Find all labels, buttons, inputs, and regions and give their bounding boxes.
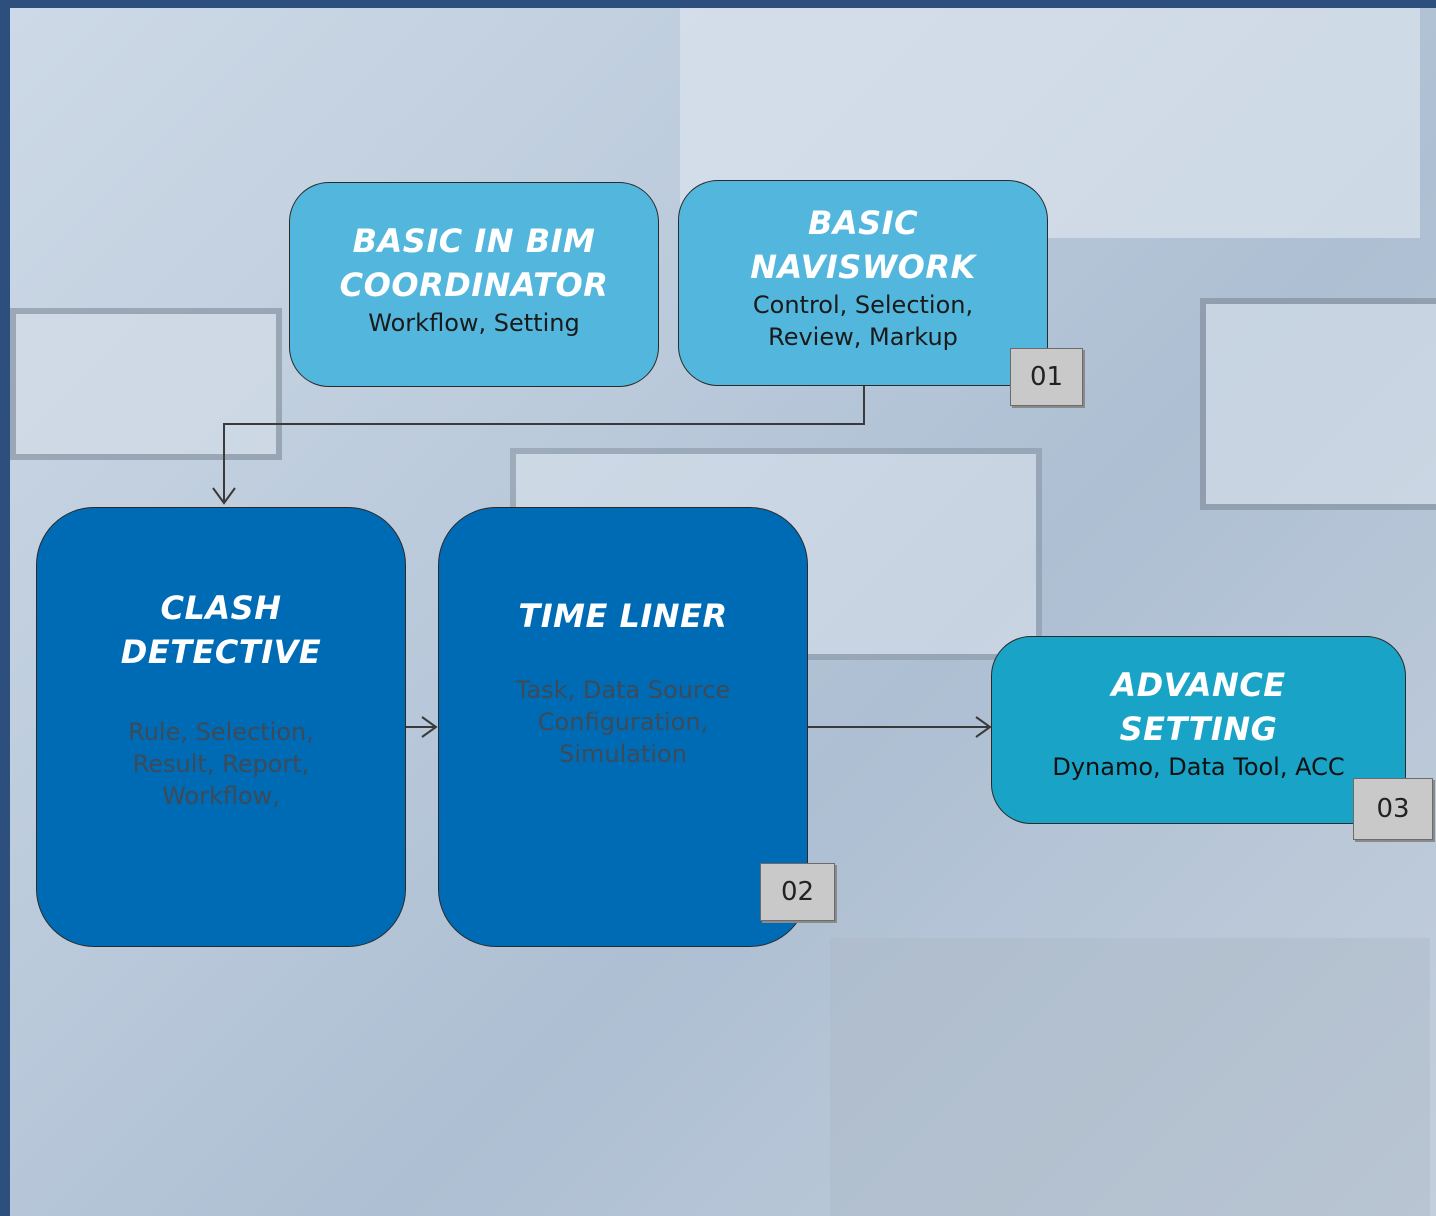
- step-tag-03: 03: [1353, 778, 1433, 840]
- advance-title-line1: ADVANCE: [1111, 666, 1286, 704]
- basic-navis-subtitle-line2: Review, Markup: [768, 323, 958, 351]
- basic-navis-title-line1: BASIC: [807, 204, 919, 242]
- basic-bim-title-line2: COORDINATOR: [339, 266, 609, 304]
- background-monitor-1: [10, 308, 282, 460]
- clash-title-line2: DETECTIVE: [120, 633, 322, 671]
- clash-detective-box: CLASH DETECTIVE Rule, Selection, Result,…: [36, 507, 406, 947]
- advance-title-line2: SETTING: [1119, 710, 1278, 748]
- clash-subtitle-line3: Workflow,: [162, 782, 280, 810]
- timeliner-subtitle-line1: Task, Data Source: [515, 676, 731, 704]
- basic-bim-title-line1: BASIC IN BIM: [352, 222, 596, 260]
- advance-setting-box: ADVANCE SETTING Dynamo, Data Tool, ACC: [991, 636, 1406, 824]
- basic-navis-subtitle-line1: Control, Selection,: [752, 291, 974, 319]
- background-desk: [830, 938, 1430, 1216]
- arrowhead-timeliner: [421, 716, 438, 738]
- clash-subtitle-line2: Result, Report,: [132, 750, 310, 778]
- background-monitor-3: [1200, 298, 1436, 510]
- step-tag-01: 01: [1010, 348, 1083, 406]
- time-liner-box: TIME LINER Task, Data Source Configurati…: [438, 507, 808, 947]
- timeliner-subtitle-line3: Simulation: [559, 740, 687, 768]
- basic-bim-coordinator-box: BASIC IN BIM COORDINATOR Workflow, Setti…: [289, 182, 659, 387]
- step-tag-02: 02: [760, 863, 835, 921]
- basic-naviswork-box: BASIC NAVISWORK Control, Selection, Revi…: [678, 180, 1048, 386]
- basic-navis-title-line2: NAVISWORK: [750, 248, 976, 286]
- connector-navis-to-clash: [223, 386, 865, 502]
- timeliner-title: TIME LINER: [518, 597, 728, 635]
- clash-subtitle-line1: Rule, Selection,: [128, 718, 314, 746]
- timeliner-subtitle-line2: Configuration,: [537, 708, 709, 736]
- clash-title-line1: CLASH: [160, 589, 282, 627]
- arrowhead-clash: [212, 487, 236, 505]
- arrowhead-advance: [975, 716, 992, 738]
- basic-bim-subtitle: Workflow, Setting: [368, 309, 580, 337]
- advance-subtitle: Dynamo, Data Tool, ACC: [1052, 753, 1345, 781]
